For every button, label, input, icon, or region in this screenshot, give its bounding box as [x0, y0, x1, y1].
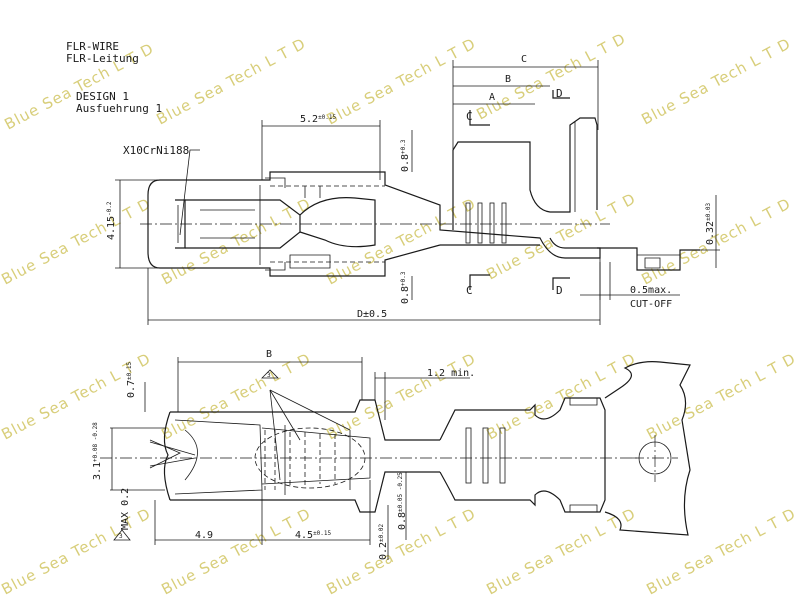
note-marker-left: 3 — [119, 533, 123, 540]
note-ausfuehrung: Ausfuehrung 1 — [76, 102, 162, 115]
note-leitung: FLR-Leitung — [66, 52, 139, 65]
cutoff-max: 0.5max. — [630, 285, 672, 296]
watermark: Blue Sea Tech L T D — [0, 194, 154, 288]
dim-0-2: 0.2±0.02 — [378, 523, 389, 560]
watermark: Blue Sea Tech L T D — [483, 349, 639, 443]
note-design: DESIGN 1 — [76, 90, 129, 103]
dim-1-2-min: 1.2 min. — [427, 368, 475, 379]
dim-total-d: D±0.5 — [357, 309, 387, 320]
dim-0-7: 0.7±0.15 — [126, 361, 137, 398]
watermark: Blue Sea Tech L T D — [483, 189, 639, 283]
watermark: Blue Sea Tech L T D — [643, 504, 799, 595]
dim-max-0-2: MAX 0.2 — [120, 488, 131, 530]
dim-0-8: 0.8±0.05 -0.25 — [397, 472, 408, 530]
dim-b-bottom: B — [266, 349, 272, 360]
material-label: X10CrNi188 — [123, 144, 189, 157]
watermark: Blue Sea Tech L T D — [323, 34, 479, 128]
title-notes: FLR-WIRE FLR-Leitung DESIGN 1 Ausfuehrun… — [66, 40, 162, 115]
dim-b: B — [505, 74, 511, 85]
dim-gap-bottom: 0.8+0.3 — [400, 271, 411, 304]
section-c-top: C — [466, 110, 473, 123]
watermark: Blue Sea Tech L T D — [638, 34, 794, 128]
top-view: 5.2±0.15 C B A C C D D 4.15-0.2 X10CrNi1… — [106, 54, 720, 325]
watermark: Blue Sea Tech L T D — [643, 349, 799, 443]
watermark: Blue Sea Tech L T D — [473, 29, 629, 123]
dim-length-5-2: 5.2±0.15 — [300, 114, 337, 125]
dim-thickness: 0.32±0.03 — [705, 202, 716, 245]
watermark: Blue Sea Tech L T D — [153, 34, 309, 128]
section-d-top: D — [556, 87, 563, 100]
dim-height-4-15: 4.15-0.2 — [106, 201, 117, 240]
dim-3-1: 3.1+0.08 -0.28 — [92, 422, 103, 480]
dim-4-5: 4.5±0.15 — [295, 530, 332, 541]
dim-4-9: 4.9 — [195, 530, 213, 541]
note-wire: FLR-WIRE — [66, 40, 119, 53]
watermark: Blue Sea Tech L T D — [158, 504, 314, 595]
watermark: Blue Sea Tech L T D — [158, 349, 314, 443]
watermark: Blue Sea Tech L T D — [483, 504, 639, 595]
bottom-view: B 1.2 min. 0.7±0.15 3.1+0.08 -0.28 MAX 0… — [92, 349, 691, 560]
section-c-bottom: C — [466, 284, 473, 297]
dim-a: A — [489, 92, 495, 103]
watermark: Blue Sea Tech L T D — [323, 349, 479, 443]
cutoff-label: CUT-OFF — [630, 299, 672, 310]
dim-c: C — [521, 54, 527, 65]
section-d-bottom: D — [556, 284, 563, 297]
dim-gap-top: 0.8+0.3 — [400, 139, 411, 172]
note-marker-top: 3 — [267, 372, 271, 379]
